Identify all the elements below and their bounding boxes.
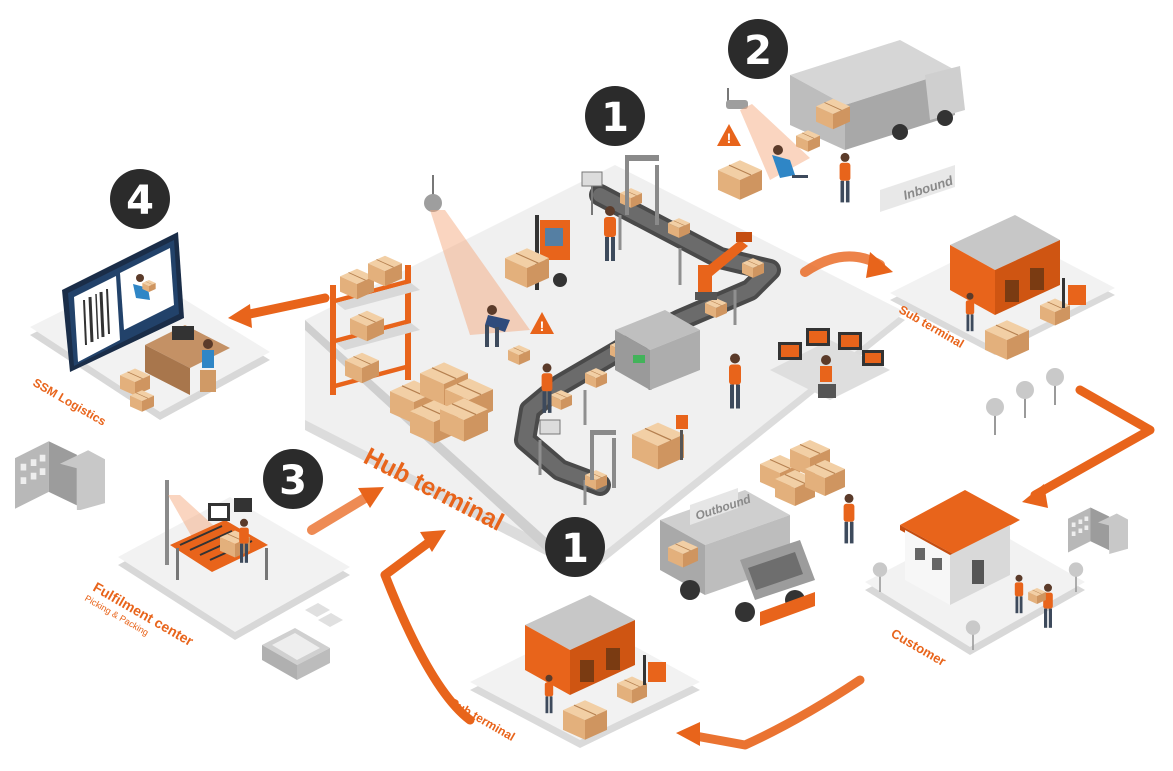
security-camera-icon xyxy=(424,175,530,335)
ssm-logistics-label: SSM Logistics xyxy=(31,375,109,428)
step-badge-4: 4 xyxy=(110,169,170,229)
warehouse-icon xyxy=(525,595,635,695)
building-icon xyxy=(1068,507,1128,554)
svg-text:2: 2 xyxy=(744,28,772,74)
sub-terminal-top xyxy=(890,215,1115,360)
worker-icon xyxy=(843,493,855,544)
warning-icon: ! xyxy=(717,124,741,146)
worker-icon xyxy=(772,145,808,178)
camera-icon xyxy=(726,88,810,180)
building-icon xyxy=(262,603,343,680)
building-icon xyxy=(15,441,105,510)
svg-text:!: ! xyxy=(540,318,545,334)
scanner-tunnel xyxy=(615,310,700,390)
truck-icon: Outbound xyxy=(660,488,815,626)
step-badge-1-top: 1 xyxy=(585,86,645,146)
step-badge-2: 2 xyxy=(728,19,788,79)
svg-text:1: 1 xyxy=(601,95,629,141)
step-badge-1-bottom: 1 xyxy=(545,517,605,577)
storage-rack xyxy=(330,255,420,395)
office-desk xyxy=(120,325,230,412)
control-desk xyxy=(770,328,890,400)
forklift-icon xyxy=(643,655,666,685)
packing-station xyxy=(165,480,268,580)
svg-text:4: 4 xyxy=(126,178,154,224)
sorting-area xyxy=(760,440,845,506)
tree-icon xyxy=(986,398,1004,435)
box-icon xyxy=(718,160,762,200)
barcode-icon xyxy=(83,288,110,346)
forklift-icon xyxy=(505,215,570,290)
warehouse-icon xyxy=(950,215,1060,315)
svg-text:1: 1 xyxy=(561,526,589,572)
svg-text:3: 3 xyxy=(279,458,307,504)
tree-icon xyxy=(1046,368,1064,405)
tree-icon xyxy=(1016,381,1034,418)
house-icon xyxy=(900,490,1020,605)
fulfilment-platform xyxy=(118,497,350,640)
sub-terminal-bottom xyxy=(470,595,700,748)
truck-icon xyxy=(790,40,965,152)
svg-text:!: ! xyxy=(727,130,732,146)
robot-arm-icon xyxy=(695,232,752,300)
barcode-gate-icon xyxy=(539,155,659,488)
pallet-jack xyxy=(632,415,688,470)
warning-icon: ! xyxy=(530,312,554,334)
inbound-sign: Inbound xyxy=(880,165,956,212)
worker-icon xyxy=(839,152,851,203)
forklift-icon xyxy=(1062,278,1086,308)
arrow-heads xyxy=(228,252,1048,746)
dashboard-monitor xyxy=(62,232,184,372)
worker-icon xyxy=(485,305,510,347)
step-badge-3: 3 xyxy=(263,449,323,509)
